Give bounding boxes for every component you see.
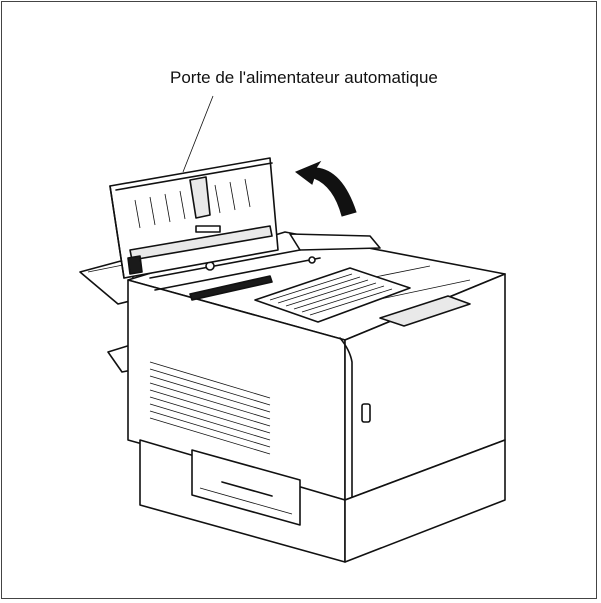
callout-leader-line xyxy=(182,95,214,173)
adf-door-callout-label: Porte de l'alimentateur automatique xyxy=(170,68,438,87)
adf-hinge xyxy=(127,255,143,275)
adf-door-open xyxy=(109,157,279,279)
printer-body xyxy=(127,231,506,563)
rear-top-module xyxy=(289,233,381,251)
vent-grille xyxy=(149,361,271,455)
paper-exit-ribs xyxy=(269,273,393,316)
adf-door-ribs xyxy=(134,178,251,229)
feed-rollers xyxy=(149,249,321,301)
adf-door-latch xyxy=(189,176,211,219)
open-direction-arrow-icon xyxy=(295,160,357,217)
side-latch xyxy=(361,403,371,423)
output-tray-stop xyxy=(379,295,471,327)
